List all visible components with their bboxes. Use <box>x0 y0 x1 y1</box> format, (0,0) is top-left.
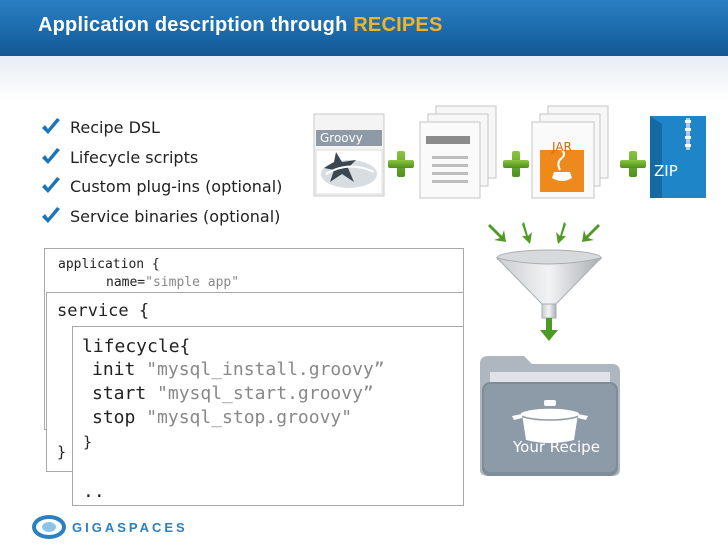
code-stop-value: "mysql_stop.groovy" <box>146 407 353 428</box>
code-application-line: application { <box>58 257 160 272</box>
code-ellipsis: .. <box>83 481 105 502</box>
list-item-label: Service binaries (optional) <box>70 206 281 226</box>
list-item-label: Recipe DSL <box>70 118 160 137</box>
checkmark-icon <box>42 147 60 164</box>
jar-file-icon: JAR <box>526 104 612 200</box>
code-init-line: init "mysql_install.groovy” <box>92 359 385 380</box>
groovy-label: Groovy <box>320 131 363 145</box>
gigaspaces-logo-text: GIGASPACES <box>72 520 188 535</box>
jar-documents-icon <box>531 105 609 199</box>
code-name-value: "simple app" <box>145 275 240 290</box>
plus-icon <box>620 151 646 177</box>
zip-label: ZIP <box>654 162 678 180</box>
code-init-cmd: init <box>92 359 147 380</box>
title-bar: Application description through RECIPES <box>0 0 728 56</box>
title-prefix: Application description through <box>38 14 354 36</box>
code-stop-line: stop "mysql_stop.groovy" <box>92 407 352 428</box>
checkmark-icon <box>42 206 60 223</box>
title-accent: RECIPES <box>353 14 443 36</box>
groovy-file-icon: Groovy <box>312 112 388 198</box>
groovy-document-icon <box>313 113 385 197</box>
lifecycle-code-box: lifecycle{ init "mysql_install.groovy” s… <box>72 326 464 506</box>
code-lifecycle-open: lifecycle{ <box>82 336 191 357</box>
recipe-label: Your Recipe <box>513 438 600 456</box>
checkmark-icon <box>42 118 60 134</box>
recipe-folder: Your Recipe <box>476 352 624 478</box>
zip-archive-icon: ZIP <box>646 112 710 200</box>
code-start-line: start "mysql_start.groovy” <box>92 383 374 404</box>
code-service-open: service { <box>57 301 150 321</box>
code-start-value: "mysql_start.groovy” <box>157 383 374 404</box>
jar-label: JAR <box>552 140 572 154</box>
code-name-line: name="simple app" <box>106 275 239 290</box>
gigaspaces-logo-icon <box>32 515 66 539</box>
code-inner-close: } <box>83 433 93 451</box>
code-outer-close: } <box>57 443 67 461</box>
code-stop-cmd: stop <box>92 407 147 428</box>
folder-icon <box>480 356 620 476</box>
list-item-label: Custom plug-ins (optional) <box>70 177 283 196</box>
code-start-cmd: start <box>92 383 158 404</box>
inflow-arrows-icon <box>488 222 600 244</box>
documents-icon <box>419 105 497 199</box>
document-stack-icon <box>412 104 500 200</box>
zip-folder-icon <box>650 116 706 198</box>
code-name-key: name= <box>106 275 146 290</box>
plus-icon <box>388 151 414 177</box>
list-item-label: Lifecycle scripts <box>70 147 199 167</box>
funnel-icon <box>495 249 603 319</box>
code-init-value: "mysql_install.groovy” <box>146 359 385 380</box>
checkmark-icon <box>42 177 60 193</box>
gigaspaces-logo: GIGASPACES <box>32 514 192 540</box>
page-title: Application description through RECIPES <box>38 14 442 37</box>
header-band <box>0 56 728 102</box>
down-arrow-icon <box>540 318 558 341</box>
plus-icon <box>503 151 529 177</box>
